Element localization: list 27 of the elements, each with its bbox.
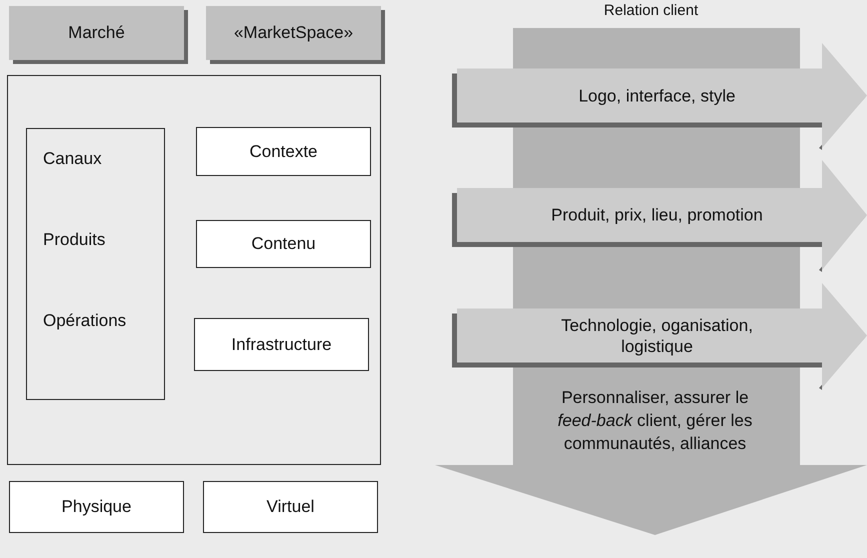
- right-arrow-shape: [452, 283, 867, 388]
- right-arrow-shape: [452, 160, 867, 270]
- list-item-label: Canaux: [43, 149, 102, 169]
- description-text: Personnaliser, assurer le feed-back client, gérer les communautés, alliances: [556, 387, 754, 455]
- process-box: [194, 318, 369, 371]
- process-box: [203, 481, 378, 533]
- process-box: [9, 481, 184, 533]
- list-item-label: Opérations: [43, 311, 126, 331]
- process-box: [206, 6, 381, 60]
- box-label: Virtuel: [266, 497, 316, 517]
- process-box: [196, 127, 371, 176]
- box-label: «MarketSpace»: [232, 23, 354, 43]
- arrow-label: Produit, prix, lieu, promotion: [550, 204, 764, 226]
- process-box: [196, 220, 371, 268]
- arrow-label: Technologie, oganisation, logistique: [560, 314, 754, 356]
- box-label: Infrastructure: [230, 334, 333, 354]
- list-item-label: Produits: [43, 230, 106, 250]
- group-box: [26, 128, 165, 400]
- box-label: Physique: [60, 497, 132, 517]
- box-label: Contenu: [250, 234, 317, 254]
- process-box: [9, 6, 184, 60]
- empty-box: [7, 75, 381, 465]
- right-arrow-shape: [452, 43, 867, 148]
- box-label: Marché: [67, 23, 126, 43]
- arrow-label: Logo, interface, style: [578, 85, 736, 106]
- heading: Relation client: [602, 2, 700, 19]
- box-label: Contexte: [248, 142, 319, 162]
